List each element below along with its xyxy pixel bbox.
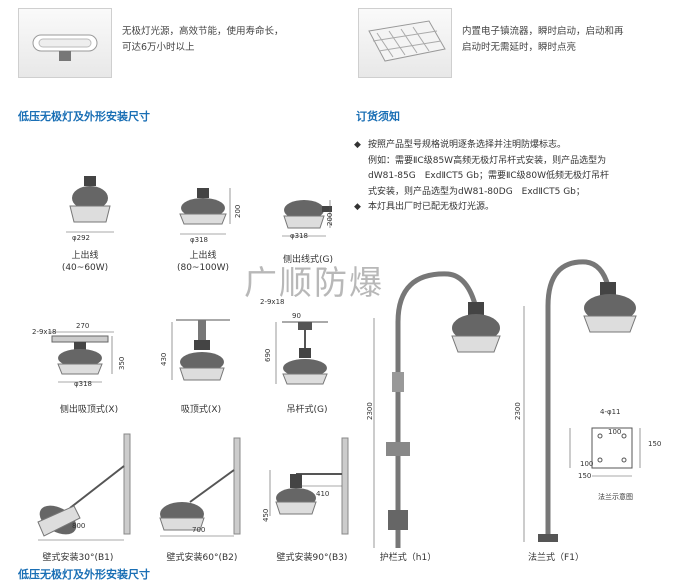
wall-90-drawing bbox=[269, 437, 349, 535]
pendant-caption: 吊杆式(G) bbox=[286, 405, 328, 415]
section-title-dimensions: 低压无极灯及外形安装尺寸 bbox=[18, 110, 150, 123]
side-ceiling-width: 270 bbox=[76, 322, 90, 330]
flange-drawing bbox=[523, 259, 637, 542]
ballast-illustration bbox=[368, 20, 446, 62]
wall-90-length: 410 bbox=[316, 490, 330, 498]
wall-30-length: 800 bbox=[72, 522, 86, 530]
wall-60-drawing bbox=[159, 437, 241, 537]
side-out-dia: φ318 bbox=[290, 232, 308, 240]
top-out-small-drawing bbox=[66, 176, 114, 233]
pendant-width: 90 bbox=[292, 312, 301, 320]
side-ceiling-dia: φ318 bbox=[74, 380, 92, 388]
wall-60-caption: 壁式安装60°(B2) bbox=[166, 553, 238, 563]
feature-1-text: 无极灯光源，高效节能，使用寿命长， 可达6万小时以上 bbox=[122, 26, 284, 53]
guardrail-height: 2300 bbox=[366, 402, 374, 420]
flange-caption: 法兰式（F1） bbox=[528, 553, 584, 563]
watermark: 广顺防爆 bbox=[244, 263, 384, 302]
wall-90-caption: 壁式安装90°(B3) bbox=[276, 553, 348, 563]
side-out-drawing bbox=[282, 200, 332, 237]
pendant-conduit: 2-9x18 bbox=[260, 298, 285, 306]
top-out-large-height: 200 bbox=[234, 204, 242, 218]
ceiling-drawing bbox=[171, 319, 230, 381]
guardrail-drawing bbox=[373, 271, 501, 548]
ceiling-height: 430 bbox=[160, 352, 168, 366]
flange-holes: 4-φ11 bbox=[600, 408, 621, 416]
order-example-line-2: dW81-85G ExdⅡCT5 Gb；需要ⅡC级80W低频无极灯吊杆 bbox=[368, 171, 610, 181]
flange-height: 2300 bbox=[514, 402, 522, 420]
side-ceiling-caption: 侧出吸顶式(X) bbox=[59, 405, 119, 415]
lamp-source-illustration bbox=[32, 34, 98, 61]
feature-2-text: 内置电子镇流器，瞬时启动，启动和再 启动时无需延时，瞬时点亮 bbox=[462, 26, 624, 53]
order-note-2: 本灯具出厂时已配无极灯光源。 bbox=[368, 202, 495, 212]
ballast-photo bbox=[358, 8, 452, 78]
order-example-line-1: 例如：需要ⅡC级85W高频无极灯吊杆式安装，则产品选型为 bbox=[368, 155, 607, 166]
footer-title: 低压无极灯及外形安装尺寸 bbox=[18, 568, 150, 581]
top-out-large-dia: φ318 bbox=[190, 236, 208, 244]
top-out-small-caption: 上出线 (40~60W) bbox=[61, 251, 109, 273]
side-ceiling-drawing bbox=[48, 331, 114, 383]
side-out-caption: 侧出线式(G) bbox=[283, 255, 333, 265]
flange-detail-drawing bbox=[569, 427, 641, 477]
side-ceiling-height: 350 bbox=[118, 356, 126, 370]
order-notes: ◆ 按照产品型号规格说明逐条选择并注明防爆标志。 例如：需要ⅡC级85W高频无极… bbox=[354, 138, 689, 216]
order-note-1: 按照产品型号规格说明逐条选择并注明防爆标志。 bbox=[368, 140, 567, 150]
top-out-large-drawing bbox=[179, 188, 231, 235]
flange-d2: 150 bbox=[648, 440, 662, 448]
flange-d1: 100 bbox=[608, 428, 622, 436]
section-title-order: 订货须知 bbox=[356, 110, 400, 123]
side-ceiling-conduit: 2-9x18 bbox=[32, 328, 57, 336]
lamp-source-photo bbox=[18, 8, 112, 78]
wall-60-length: 700 bbox=[192, 526, 206, 534]
top-out-large-caption: 上出线 (80~100W) bbox=[176, 251, 230, 273]
bullet-icon: ◆ bbox=[354, 202, 361, 212]
wall-30-drawing bbox=[37, 433, 131, 541]
ceiling-caption: 吸顶式(X) bbox=[180, 405, 222, 415]
top-out-small-dia: φ292 bbox=[72, 234, 90, 242]
wall-90-height: 450 bbox=[262, 508, 270, 522]
wall-30-caption: 壁式安装30°(B1) bbox=[42, 553, 114, 563]
flange-detail-caption: 法兰示意图 bbox=[598, 493, 633, 501]
bullet-icon: ◆ bbox=[354, 140, 361, 150]
pendant-drawing bbox=[275, 321, 328, 385]
pendant-height: 690 bbox=[264, 348, 272, 362]
flange-d3: 100 bbox=[580, 460, 594, 468]
order-example-line-3: 式安装，则产品选型为dW81-80DG ExdⅡCT5 Gb； bbox=[368, 186, 585, 197]
flange-d4: 150 bbox=[578, 472, 592, 480]
side-out-height: 200 bbox=[326, 212, 334, 226]
guardrail-caption: 护栏式（h1） bbox=[379, 553, 437, 563]
